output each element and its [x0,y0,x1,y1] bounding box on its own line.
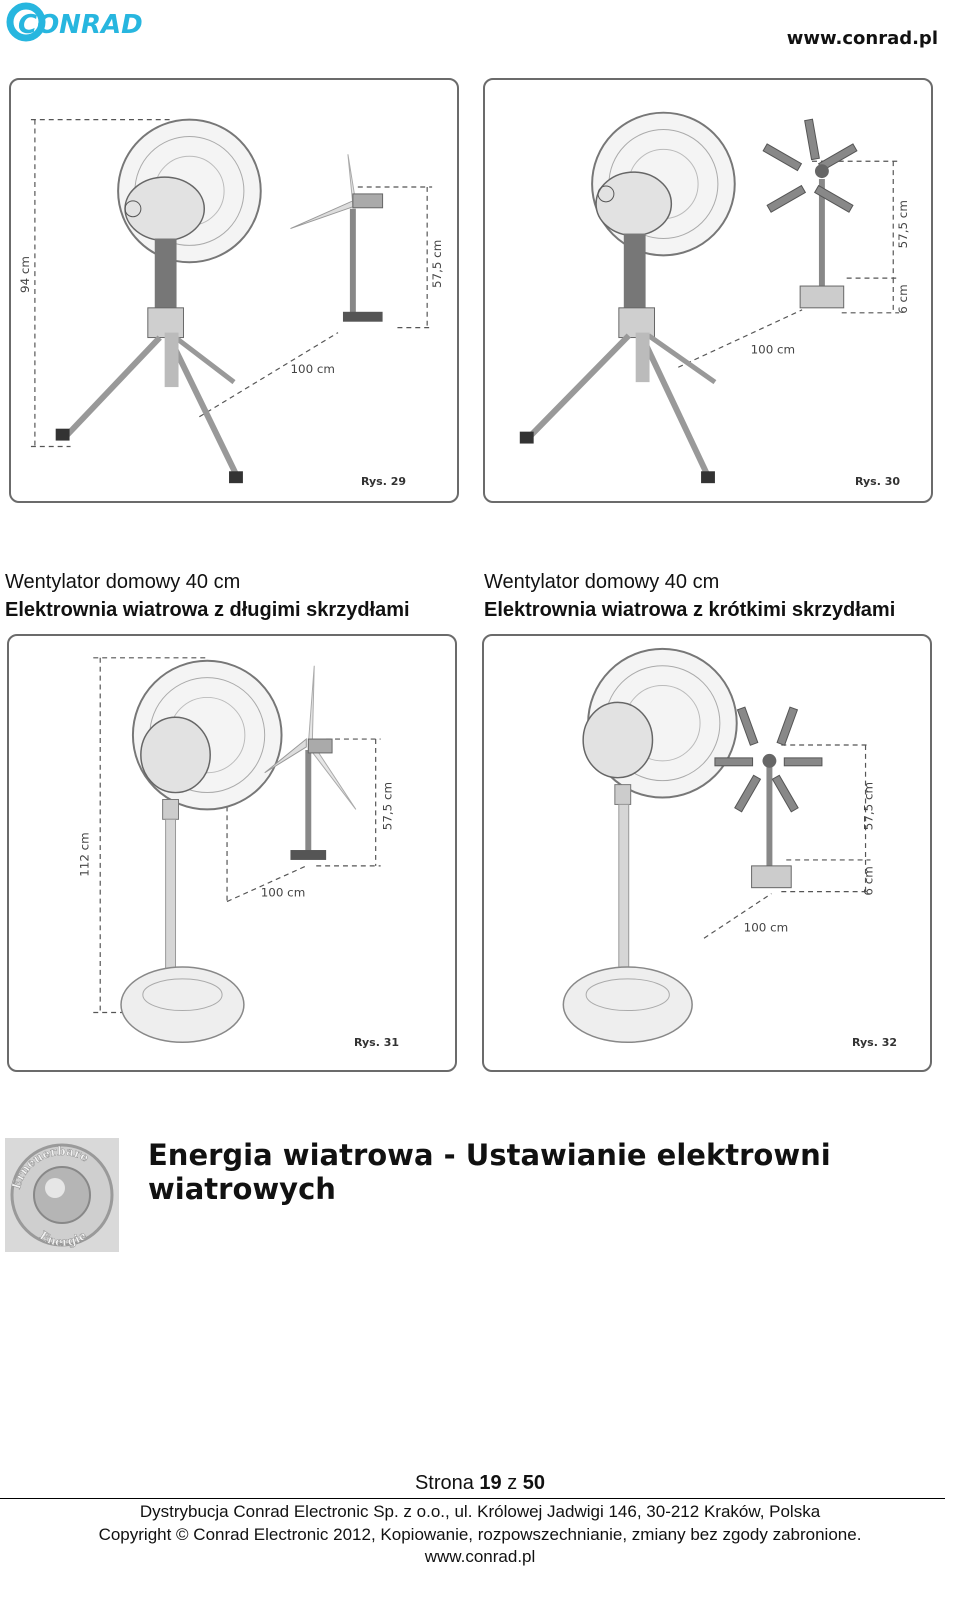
figure-31-height-label: 112 cm [77,832,91,877]
figure-panel-30: 57,5 cm 6 cm 100 cm Rys. 30 [483,78,933,503]
caption-right-line1: Wentylator domowy 40 cm [484,571,720,593]
figure-panel-29: 94 cm 57,5 cm 100 cm Rys. 29 [9,78,459,503]
conrad-logo: CONRAD [6,2,161,42]
figure-30-label: Rys. 30 [855,475,901,488]
page-prefix: Strona [414,1472,480,1494]
footer-divider [0,1498,945,1499]
figure-32-turbine-label: 57,5 cm [861,782,875,830]
caption-right-line2: Elektrownia wiatrowa z krótkimi skrzydła… [484,599,896,621]
figure-29-height-label: 94 cm [18,256,32,293]
page-total: 50 [522,1472,546,1494]
figure-29-turbine-label: 57,5 cm [430,240,444,288]
figure-30-distance-label: 100 cm [751,342,796,356]
figure-30-illustration: 57,5 cm 6 cm 100 cm [519,111,910,484]
footer-copyright: Copyright © Conrad Electronic 2012, Kopi… [98,1525,862,1544]
caption-right: Wentylator domowy 40 cm Elektrownia wiat… [484,568,895,624]
header-site-url[interactable]: www.conrad.pl [786,28,938,49]
figure-panel-31: 112 cm 57,5 cm 100 cm Rys. 31 [7,634,457,1072]
figure-29-distance-label: 100 cm [290,362,335,376]
figure-31-illustration: 112 cm 57,5 cm 100 cm [77,657,395,1043]
figure-31-distance-label: 100 cm [261,886,306,900]
figure-panel-32: 57,5 cm 6 cm 100 cm Rys. 32 [482,634,932,1072]
figure-29-label: Rys. 29 [361,475,407,488]
figure-31-label: Rys. 31 [354,1036,400,1049]
renewable-energy-globe-icon: Erneuerbare Energie [5,1138,119,1252]
icon-text-bottom: Energie [37,1228,90,1250]
figure-32-illustration: 57,5 cm 6 cm 100 cm [562,647,875,1043]
figure-30-base-label: 6 cm [896,284,910,313]
footer-site-url[interactable]: www.conrad.pl [424,1547,536,1566]
figure-31-turbine-label: 57,5 cm [381,782,395,830]
figure-32-distance-label: 100 cm [744,920,789,934]
footer-address: Dystrybucja Conrad Electronic Sp. z o.o.… [139,1502,821,1521]
logo-text: CONRAD [18,10,143,40]
page-number: Strona 19 z 50 [0,1472,960,1495]
section-title: Energia wiatrowa - Ustawianie elektrowni… [148,1138,831,1206]
figure-32-base-label: 6 cm [861,866,875,895]
caption-left-line2: Elektrownia wiatrowa z długimi skrzydłam… [5,599,410,621]
page-current: 19 [479,1472,502,1494]
figure-32-label: Rys. 32 [852,1036,898,1049]
page-sep: z [501,1472,523,1494]
caption-left-line1: Wentylator domowy 40 cm [5,571,241,593]
figure-30-turbine-label: 57,5 cm [896,200,910,248]
caption-left: Wentylator domowy 40 cm Elektrownia wiat… [5,568,410,624]
figure-29-illustration: 94 cm 57,5 cm 100 cm [18,118,444,484]
svg-text:Energie: Energie [37,1228,89,1249]
